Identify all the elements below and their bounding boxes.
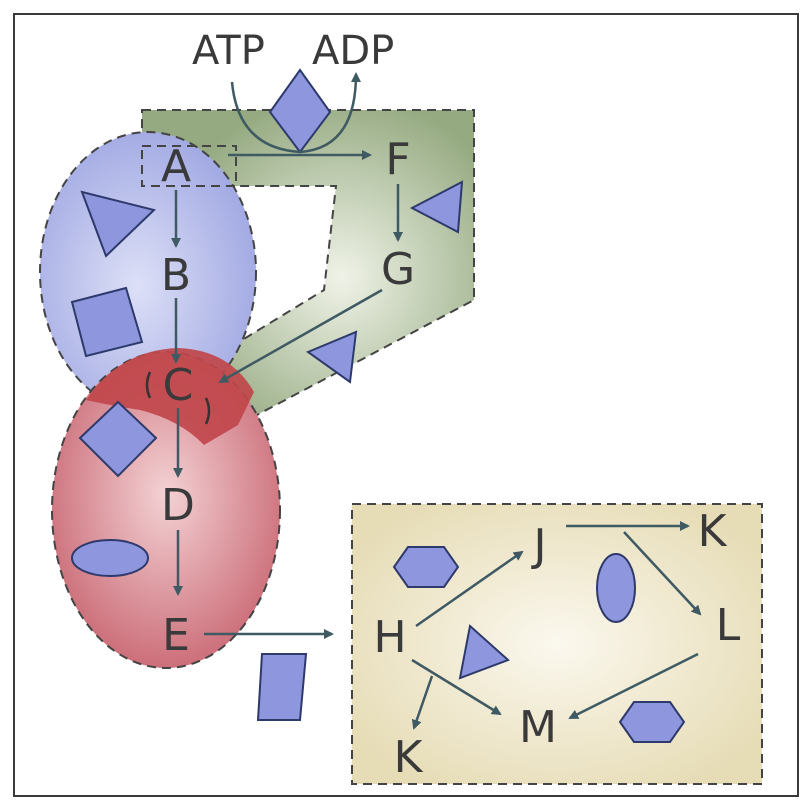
c-bracket-right: [204, 397, 211, 425]
label-d: D: [161, 480, 195, 531]
hexagon-beige-bottom: [618, 701, 686, 743]
diamond-red-region: [78, 400, 158, 478]
label-adp: ADP: [312, 28, 394, 74]
atp-curve: [230, 81, 301, 154]
label-a: A: [161, 141, 191, 192]
oval-beige-region: [596, 553, 636, 623]
label-b: B: [161, 250, 191, 301]
parallelogram-shape: [256, 653, 308, 721]
triangle-green-lower: [305, 330, 358, 384]
label-j: J: [531, 520, 547, 571]
arrow-g-to-c: [218, 288, 383, 384]
c-bracket-left: [145, 371, 152, 399]
arrow-h-to-k: [411, 675, 434, 730]
oval-red-region: [71, 539, 149, 577]
label-h: H: [373, 612, 406, 663]
triangle-blue-region: [80, 190, 156, 258]
arrow-j-to-l: [623, 531, 702, 616]
arrow-l-to-m: [568, 652, 699, 720]
label-k-top: K: [698, 506, 728, 557]
label-f: F: [385, 134, 410, 185]
label-e: E: [162, 610, 190, 661]
triangle-beige-region: [458, 624, 510, 680]
arrow-h-to-m: [411, 658, 502, 716]
square-blue-region: [70, 286, 144, 358]
arrow-h-to-j: [415, 550, 524, 628]
label-m: M: [519, 702, 557, 753]
label-atp: ATP: [192, 28, 265, 74]
adp-curve: [299, 72, 361, 154]
label-c: C: [163, 360, 194, 411]
a-dashed-box: [141, 145, 237, 187]
label-g: G: [381, 244, 415, 295]
label-k-bottom: K: [394, 732, 424, 783]
overlap-region: [86, 348, 254, 445]
triangle-f-region: [409, 180, 464, 234]
label-l: L: [716, 600, 741, 651]
hexagon-beige-top: [392, 546, 460, 588]
